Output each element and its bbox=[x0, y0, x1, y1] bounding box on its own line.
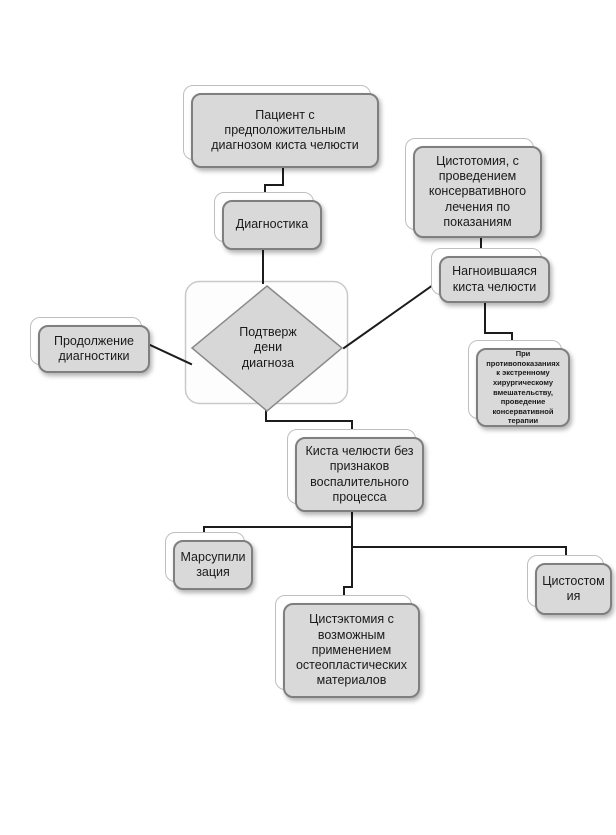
node-cyst-no-inflammation: Киста челюсти без признаков воспалительн… bbox=[287, 429, 424, 512]
node-cystostomy-box: Цистостом ия bbox=[535, 563, 612, 615]
node-continue-diagnostics-box: Продолжение диагностики bbox=[38, 325, 150, 373]
node-cyst-no-inflammation-box: Киста челюсти без признаков воспалительн… bbox=[295, 437, 424, 512]
node-cystotomy-conservative: Цистотомия, с проведением консервативног… bbox=[405, 138, 542, 238]
node-cystostomy-label: Цистостом ия bbox=[542, 573, 605, 603]
node-patient: Пациент с предположительным диагнозом ки… bbox=[183, 85, 379, 168]
node-diagnostics-label: Диагностика bbox=[235, 217, 309, 232]
node-patient-label: Пациент с предположительным диагнозом ки… bbox=[211, 107, 359, 153]
connector-patient-diagnostics bbox=[264, 167, 284, 195]
decision-diamond bbox=[190, 285, 344, 412]
node-cystotomy-conservative-box: Цистотомия, с проведением консервативног… bbox=[413, 146, 542, 238]
node-suppurated-cyst-label: Нагноившаяся киста челюсти bbox=[452, 264, 537, 294]
node-decision-label: Подтверж дени диагноза bbox=[239, 325, 297, 370]
node-marsupialization-box: Марсупили зация bbox=[173, 540, 253, 590]
node-patient-box: Пациент с предположительным диагнозом ки… bbox=[191, 93, 379, 168]
node-diagnostics: Диагностика bbox=[214, 192, 322, 250]
node-contraindications: При противопоказаниях к экстренному хиру… bbox=[468, 340, 570, 427]
connector-decision-suppurated bbox=[342, 283, 435, 350]
connector-cyst-cystostomy bbox=[351, 546, 567, 557]
node-cystectomy-label: Цистэктомия с возможным применением осте… bbox=[295, 612, 408, 688]
node-suppurated-cyst-box: Нагноившаяся киста челюсти bbox=[439, 256, 550, 303]
connector-suppurated-contraindications bbox=[484, 302, 513, 343]
node-contraindications-box: При противопоказаниях к экстренному хиру… bbox=[476, 348, 570, 427]
node-marsupialization-label: Марсупили зация bbox=[180, 549, 246, 579]
node-cystostomy: Цистостом ия bbox=[527, 555, 612, 615]
node-marsupialization: Марсупили зация bbox=[165, 532, 253, 590]
node-suppurated-cyst: Нагноившаяся киста челюсти bbox=[431, 248, 550, 303]
connector-decision-cyst bbox=[265, 410, 353, 431]
node-continue-diagnostics-label: Продолжение диагностики bbox=[53, 333, 135, 363]
node-cystectomy-box: Цистэктомия с возможным применением осте… bbox=[283, 603, 420, 698]
connector-cyst-marsupialization bbox=[203, 526, 353, 535]
connector-cyst-cystectomy bbox=[343, 511, 353, 597]
node-cystotomy-conservative-label: Цистотомия, с проведением консервативног… bbox=[428, 153, 527, 229]
node-decision: Подтверж дени диагноза bbox=[198, 315, 338, 381]
node-cyst-no-inflammation-label: Киста челюсти без признаков воспалительн… bbox=[305, 444, 414, 504]
node-cystectomy: Цистэктомия с возможным применением осте… bbox=[275, 595, 420, 698]
node-continue-diagnostics: Продолжение диагностики bbox=[30, 317, 150, 373]
node-diagnostics-box: Диагностика bbox=[222, 200, 322, 250]
node-contraindications-label: При противопоказаниях к экстренному хиру… bbox=[486, 349, 560, 426]
connector-decision-continue bbox=[146, 342, 193, 366]
